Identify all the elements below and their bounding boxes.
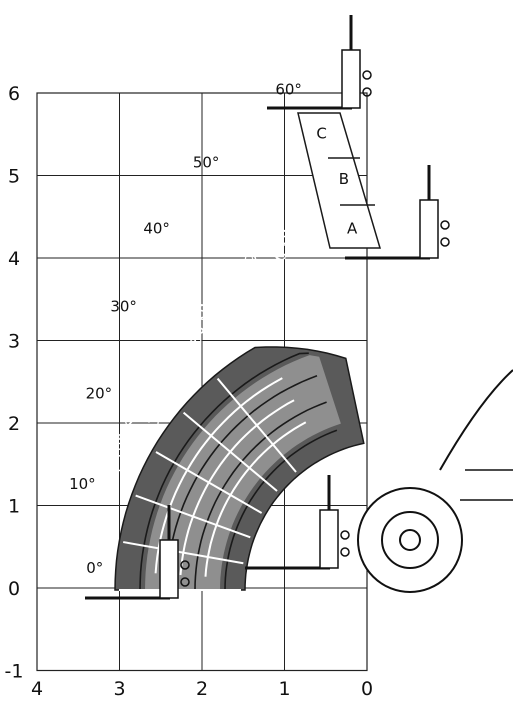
boom-angle-label: 0°: [86, 559, 103, 577]
fork-pin: [440, 237, 450, 247]
extension-mark: B: [339, 170, 349, 188]
boom-angle-label: 60°: [275, 81, 302, 99]
fork-pin: [440, 220, 450, 230]
fork-ground: [245, 475, 350, 570]
y-tick-label: 2: [8, 413, 20, 435]
boom-angle-label: 30°: [110, 298, 137, 316]
y-tick-label: 3: [8, 331, 20, 353]
y-tick-label: 4: [8, 248, 20, 270]
boom-angle-label: 50°: [193, 153, 220, 171]
y-tick-label: 6: [8, 83, 20, 105]
fork-carriage: [319, 509, 339, 569]
zone-boundary-1: [224, 429, 338, 591]
wheel-hub: [399, 529, 421, 551]
fork-pin: [340, 530, 350, 540]
boom-angle-label: 20°: [86, 384, 113, 402]
fork-pin: [180, 560, 190, 570]
x-tick-label: 1: [278, 678, 290, 700]
extension-zones: [297, 112, 382, 249]
fork-carriage: [159, 539, 179, 599]
fork-pin: [340, 547, 350, 557]
boom-angle-label: 10°: [69, 475, 96, 493]
load-zone-label: 1.980 kg: [181, 301, 212, 369]
load-curve-3: [154, 377, 283, 574]
load-zone-label: 1.550 kg: [144, 359, 175, 427]
fork-pin: [180, 577, 190, 587]
x-tick-label: 0: [361, 678, 373, 700]
x-tick-label: 2: [196, 678, 208, 700]
load-zone-label: 1.100 kg: [107, 408, 138, 476]
telehandler-illustration: [85, 15, 513, 600]
fork-carriage: [419, 199, 439, 259]
load-envelope: [114, 112, 382, 591]
load-curve-1: [204, 421, 307, 577]
load-zone-mid: [145, 355, 341, 590]
load-zone-label: 2.420 kg: [227, 252, 258, 320]
boom-angle-label: 40°: [143, 219, 170, 237]
y-tick-label: 5: [8, 166, 20, 188]
y-tick-label: 0: [8, 578, 20, 600]
cab-outline: [439, 369, 513, 471]
fork-upper-right: [345, 165, 450, 260]
telehandler-body: [357, 369, 513, 593]
load-curve-2: [179, 399, 295, 576]
zone-boundary-2: [194, 401, 327, 591]
load-zone-label: 2.900 kg: [264, 227, 295, 295]
y-tick-label: 1: [8, 496, 20, 518]
y-tick-label: -1: [5, 661, 24, 683]
extension-mark: A: [347, 219, 358, 237]
x-tick-label: 4: [31, 678, 43, 700]
fork-pin: [362, 87, 372, 97]
fork-carriage: [341, 49, 361, 109]
chassis-lines: [460, 469, 513, 501]
extension-mark: C: [316, 124, 326, 142]
zone-boundary-4: [139, 352, 309, 591]
fork-top: [267, 15, 372, 110]
fork-bottom: [85, 505, 190, 600]
x-tick-label: 3: [113, 678, 125, 700]
fork-pin: [362, 70, 372, 80]
